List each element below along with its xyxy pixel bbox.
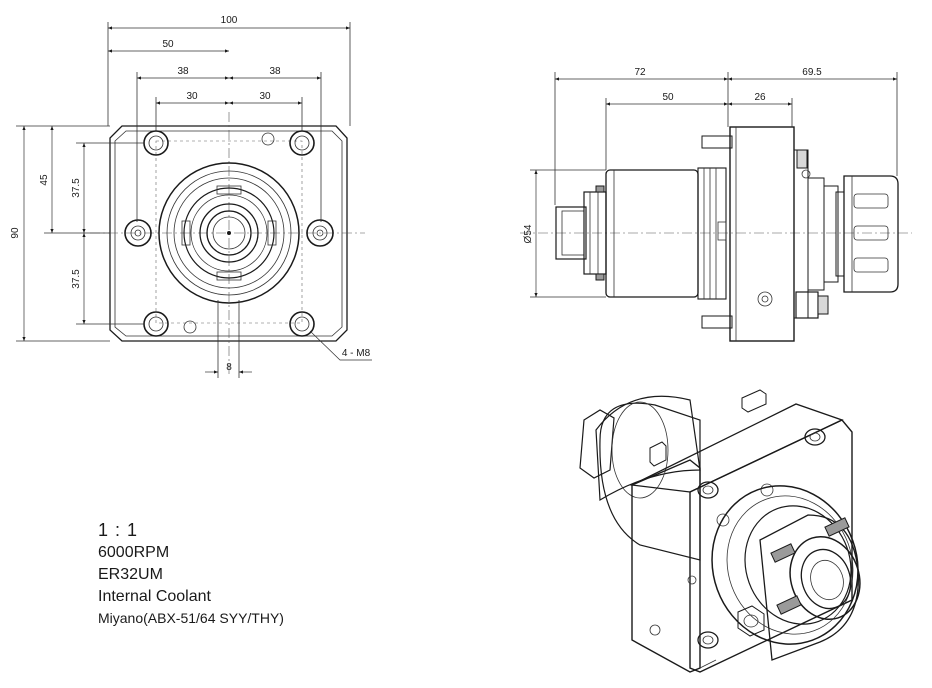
dim-bolt-lower: 37.5 [71,269,82,289]
spec-collet: ER32UM [98,566,163,583]
bolt-hole-bottom-right [289,311,315,337]
isometric-view [579,389,861,673]
dim-side-body: 50 [662,92,674,103]
dim-bolt-upper: 37.5 [71,178,82,198]
dim-front-half: 50 [162,39,174,50]
spec-coolant: Internal Coolant [98,588,211,605]
spec-machine: Miyano(ABX-51/64 SYY/THY) [98,610,284,626]
spec-scale: 1 : 1 [98,520,139,540]
dim-thread: 4 - M8 [342,348,371,359]
spec-rpm: 6000RPM [98,544,170,561]
front-view [16,22,372,378]
dim-height-half: 45 [39,174,50,186]
dim-side-flange: 26 [754,92,766,103]
dim-outer-right: 38 [269,66,281,77]
dim-outer-left: 38 [177,66,189,77]
dim-front-width: 100 [221,15,238,26]
dim-diameter: Ø54 [523,224,534,243]
dim-height-total: 90 [10,227,21,239]
dim-side-total: 72 [634,67,646,78]
bolt-hole-mid-left [124,219,152,247]
side-view [520,72,912,342]
dim-inner-left: 30 [186,91,198,102]
dim-side-right: 69.5 [802,67,822,78]
bolt-hole-mid-right [306,219,334,247]
dim-offset: 8 [226,362,232,373]
dim-inner-right: 30 [259,91,271,102]
